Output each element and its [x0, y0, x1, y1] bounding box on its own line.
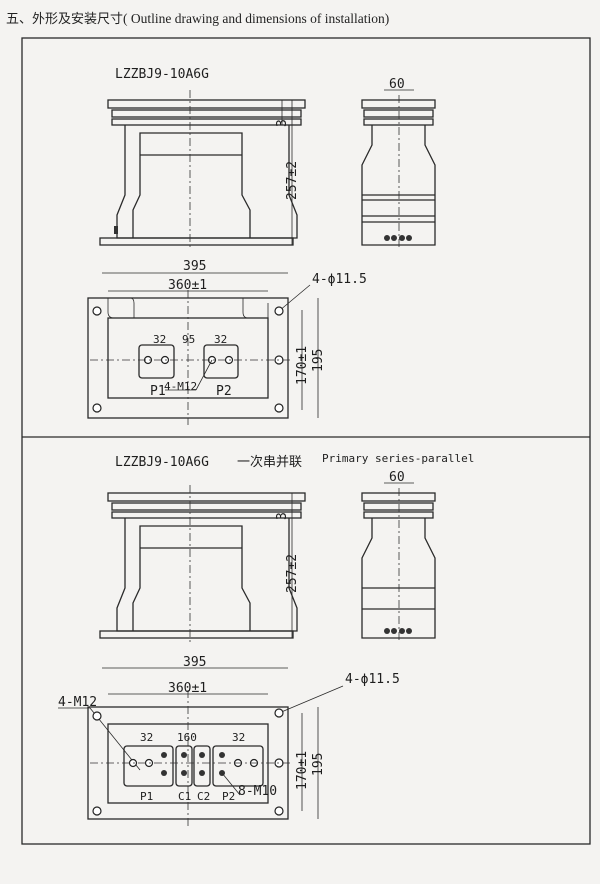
panel2-model: LZZBJ9-10A6G	[115, 455, 209, 470]
terminal-c2: C2	[197, 790, 210, 803]
dim-mount: 360±1	[168, 681, 207, 696]
dim-bolts2: 8-M10	[238, 784, 277, 799]
panel2-cn: 一次串并联	[237, 454, 302, 470]
dim-depth-mount: 170±1	[295, 346, 310, 385]
dim-overall: 395	[183, 655, 206, 670]
dim-gap: 3	[275, 119, 290, 127]
dim-holes: 4-ϕ11.5	[345, 672, 400, 687]
terminal-p2: P2	[216, 384, 232, 399]
panel-1: LZZBJ9-10A6G 3 257±2	[87, 67, 436, 425]
dim-center: 95	[182, 333, 195, 346]
side-view: 60	[361, 470, 436, 643]
dim-spacing1: 32	[140, 731, 153, 744]
heading-cn: 五、外形及安装尺寸	[6, 12, 124, 27]
dim-bolts: 4-M12	[58, 695, 97, 710]
dim-spacing2: 32	[232, 731, 245, 744]
plan-view: 395 360±1 4-ϕ11.5 32 95 32 P1 4-M12 P2	[87, 259, 367, 425]
panel1-model: LZZBJ9-10A6G	[115, 67, 209, 82]
dim-depth-mount: 170±1	[295, 751, 310, 790]
section-heading: 五、外形及安装尺寸( Outline drawing and dimension…	[6, 8, 389, 27]
front-view: 3 257±2	[99, 485, 306, 643]
dim-height: 257±2	[285, 554, 300, 593]
dim-spacing1: 32	[153, 333, 166, 346]
panel-2: LZZBJ9-10A6G 一次串并联 Primary series-parall…	[58, 452, 474, 828]
plan-view: 395 360±1 4-ϕ11.5 4-M12 32 160	[58, 655, 400, 828]
terminal-p2: P2	[222, 790, 235, 803]
dim-width-top: 60	[389, 470, 405, 485]
drawing-frame	[21, 37, 591, 845]
dim-width-top: 60	[389, 77, 405, 92]
terminal-c1: C1	[178, 790, 191, 803]
dim-bolts: 4-M12	[164, 380, 197, 393]
front-view: 3 257±2	[99, 90, 306, 250]
dim-depth: 195	[311, 753, 326, 776]
terminal-p1: P1	[150, 384, 166, 399]
side-view: 60	[361, 77, 436, 250]
dim-depth: 195	[311, 349, 326, 372]
dim-gap: 3	[275, 512, 290, 520]
dim-center: 160	[177, 731, 197, 744]
terminal-p1: P1	[140, 790, 153, 803]
dim-spacing2: 32	[214, 333, 227, 346]
dim-holes: 4-ϕ11.5	[312, 272, 367, 287]
dim-height: 257±2	[285, 161, 300, 200]
dim-mount: 360±1	[168, 278, 207, 293]
heading-en: ( Outline drawing and dimensions of inst…	[123, 11, 390, 26]
dim-overall: 395	[183, 259, 206, 274]
panel2-en: Primary series-parallel	[322, 452, 474, 465]
